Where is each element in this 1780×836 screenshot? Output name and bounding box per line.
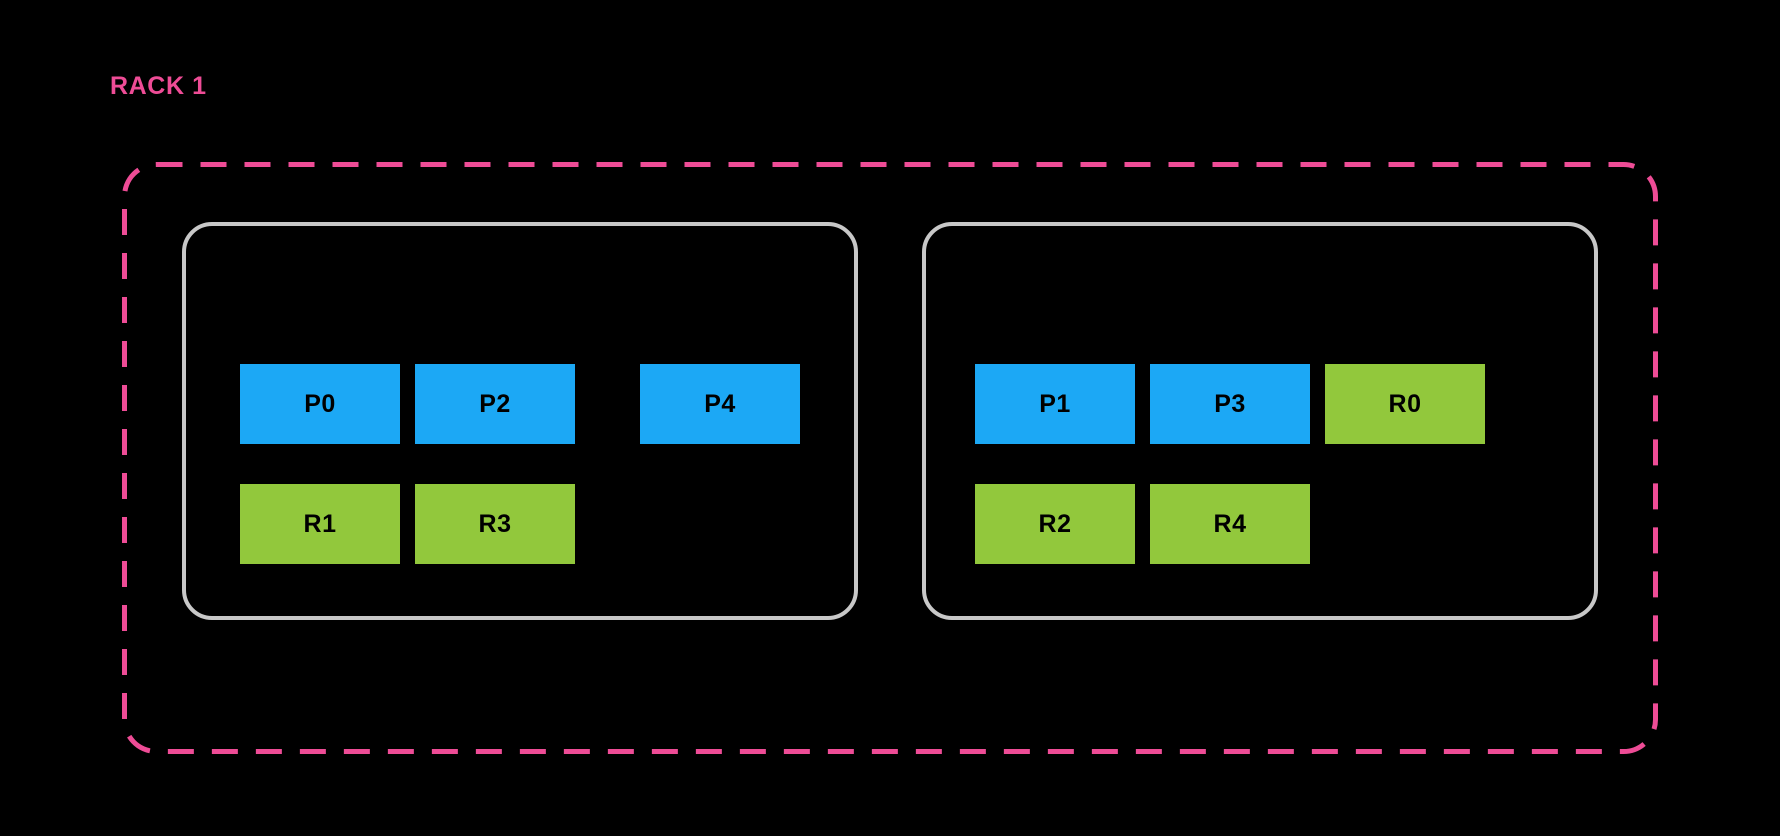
node-left-container [182, 222, 858, 620]
unit-label: P1 [1039, 389, 1071, 418]
unit-label: R2 [1038, 509, 1072, 538]
unit-p1[interactable]: P1 [975, 364, 1135, 444]
node-right-container [922, 222, 1598, 620]
unit-label: R1 [303, 509, 337, 538]
unit-label: P4 [704, 389, 736, 418]
unit-r1[interactable]: R1 [240, 484, 400, 564]
unit-label: P3 [1214, 389, 1246, 418]
unit-p3[interactable]: P3 [1150, 364, 1310, 444]
unit-label: P0 [304, 389, 336, 418]
unit-r3[interactable]: R3 [415, 484, 575, 564]
unit-r2[interactable]: R2 [975, 484, 1135, 564]
unit-label: P2 [479, 389, 511, 418]
unit-label: R0 [1388, 389, 1422, 418]
unit-p4[interactable]: P4 [640, 364, 800, 444]
unit-r0[interactable]: R0 [1325, 364, 1485, 444]
rack-label: RACK 1 [110, 72, 207, 100]
unit-label: R3 [478, 509, 512, 538]
unit-p2[interactable]: P2 [415, 364, 575, 444]
unit-p0[interactable]: P0 [240, 364, 400, 444]
unit-label: R4 [1213, 509, 1247, 538]
unit-r4[interactable]: R4 [1150, 484, 1310, 564]
